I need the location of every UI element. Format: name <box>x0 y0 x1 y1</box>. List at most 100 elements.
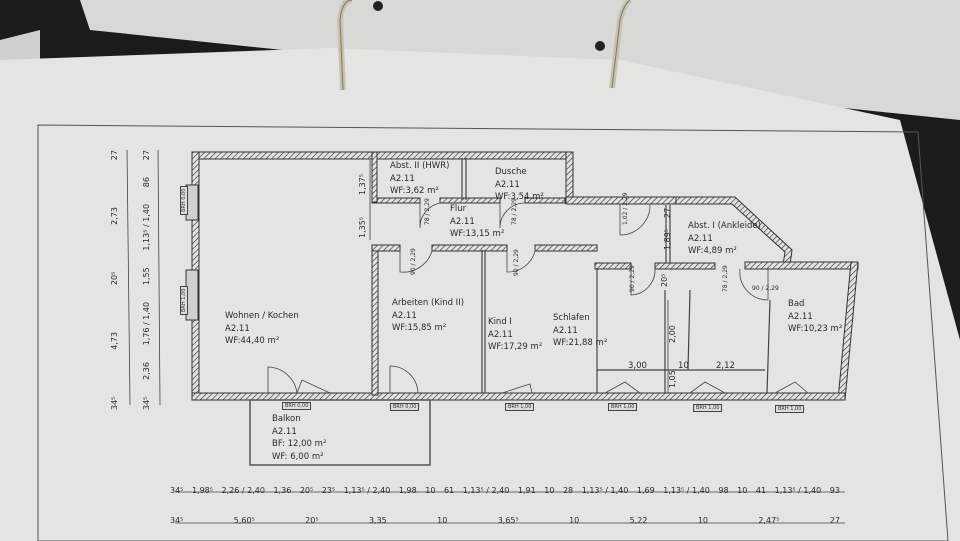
punch-hole <box>373 1 383 11</box>
room-dusche: Dusche A2.11 WF:3,54 m² <box>495 168 544 206</box>
dim-label: 10 <box>437 516 448 525</box>
dim-label: 1,13⁵ / 1,40 <box>581 486 629 495</box>
room-code: A2.11 <box>390 173 415 184</box>
dim-label: 23⁵ <box>321 486 336 495</box>
room-area: 10,23 m² <box>803 324 843 334</box>
dim-label: 2,12 <box>716 361 735 371</box>
dim-label: 20⁵ <box>299 486 314 495</box>
room-code: A2.11 <box>688 233 713 244</box>
dim-label: 3,00 <box>628 361 647 371</box>
room-area: 44,40 m² <box>240 336 280 346</box>
room-code: A2.11 <box>495 179 520 190</box>
door-dim: 1,02 / 2,29 <box>622 192 629 225</box>
dim-label: 61 <box>443 486 455 495</box>
door-dim: 90 / 2,29 <box>513 249 520 276</box>
dim-label: 1,89⁵ <box>663 228 672 250</box>
room-code: A2.11 <box>225 323 250 334</box>
dim-label: 41 <box>755 486 767 495</box>
room-name: Wohnen / Kochen <box>225 311 299 321</box>
dim-label: 27 <box>663 207 672 218</box>
room-area: 3,54 m² <box>510 192 544 202</box>
wf-label: WF: <box>553 338 569 348</box>
dim-label: 27 <box>829 516 840 525</box>
dim-label: 2,26 / 2,40 <box>221 486 265 495</box>
window-label: BRH 0,00 <box>390 403 420 411</box>
room-name: Flur <box>450 204 467 214</box>
dim-label: 1,69 <box>636 486 655 495</box>
dim-label: 5,60⁵ <box>233 516 255 525</box>
room-arbeiten: Arbeiten (Kind II) A2.11 WF:15,85 m² <box>392 299 464 337</box>
dim-label: 20⁵ <box>660 273 669 287</box>
window-label: BRH 0,00 <box>282 402 312 410</box>
room-balkon: Balkon A2.11 BF: 12,00 m² WF: 6,00 m² <box>272 415 326 465</box>
dim-label: 1,37⁵ <box>358 173 367 195</box>
room-code: A2.11 <box>553 325 578 336</box>
binder-ring-icon <box>609 0 632 89</box>
door-dim: 78 / 2,29 <box>424 198 431 225</box>
dim-label: 1,13⁵ / 1,40 <box>663 486 710 495</box>
dim-label: 1,13⁵ / 1,40 <box>774 486 822 495</box>
dim-label: 2,00 <box>668 325 677 343</box>
dim-label: 86 <box>142 177 151 188</box>
dim-label: 10 <box>678 361 689 371</box>
window-label: BRH 1,00 <box>180 285 188 315</box>
wf-label: WF: <box>495 192 511 202</box>
door-dim: 78 / 2,29 <box>511 198 518 225</box>
room-code: A2.11 <box>272 426 297 437</box>
punch-hole <box>595 41 605 51</box>
dim-label: 1,98⁵ <box>191 486 213 495</box>
room-wohnen: Wohnen / Kochen A2.11 WF:44,40 m² <box>225 312 299 350</box>
dim-label: 27 <box>110 150 119 161</box>
dim-label: 2,47⁵ <box>758 516 780 525</box>
wf-label: WF: <box>450 229 466 239</box>
room-area: 21,88 m² <box>568 338 608 348</box>
wf-label: WF: <box>390 186 406 196</box>
room-name: Schlafen <box>553 313 590 323</box>
paper-sheet <box>0 48 960 541</box>
dim-label: 10 <box>544 486 555 495</box>
door-swings <box>267 202 809 394</box>
dim-label: 1,05 <box>668 370 677 388</box>
room-area: 4,89 m² <box>703 246 737 256</box>
window-label: BRH 0,00 <box>180 185 188 215</box>
dim-label: 4,73 <box>110 331 119 350</box>
dimension-lines <box>126 149 845 524</box>
dim-label: 3,65⁵ <box>497 516 519 525</box>
wf-label: WF: <box>392 323 408 333</box>
room-schlafen: Schlafen A2.11 WF:21,88 m² <box>553 314 607 352</box>
interior-walls <box>371 151 716 396</box>
dim-label: 1,13⁵ / 2,40 <box>462 486 510 495</box>
room-name: Bad <box>788 299 805 309</box>
room-ankleide: Abst. I (Ankleide) A2.11 WF:4,89 m² <box>688 222 761 260</box>
binder-ring-icon <box>336 0 353 91</box>
door-dim: 90 / 2,29 <box>410 248 417 275</box>
room-name: Abst. I (Ankleide) <box>688 221 761 231</box>
dim-label: 20⁵ <box>110 271 119 286</box>
dim-label: 5,22 <box>629 516 648 525</box>
dim-label: 34⁵ <box>170 486 184 495</box>
drawing-frame <box>37 124 949 541</box>
room-area: 3,62 m² <box>405 186 439 196</box>
window-label: BRH 1,00 <box>775 405 805 413</box>
dim-label: 1,13⁵ / 2,40 <box>343 486 391 495</box>
room-name: Abst. II (HWR) <box>390 161 450 171</box>
dim-label: 1,35⁵ <box>358 216 367 238</box>
room-bf: BF: 12,00 m² <box>272 439 327 449</box>
room-name: Kind I <box>488 317 512 327</box>
room-code: A2.11 <box>450 216 475 227</box>
window-label: BRH 1,00 <box>505 403 535 411</box>
room-name: Dusche <box>495 167 527 177</box>
dim-label: 98 <box>718 486 729 495</box>
dim-label: 2,36 <box>142 362 151 380</box>
dim-label: 93 <box>829 486 840 495</box>
partition-lines <box>461 158 771 394</box>
room-name: Balkon <box>272 414 301 424</box>
dim-label: 10 <box>425 486 436 495</box>
door-dim: 90 / 2,29 <box>752 285 779 292</box>
dim-label: 27 <box>142 150 151 161</box>
dim-label: 1,55 <box>142 267 151 286</box>
